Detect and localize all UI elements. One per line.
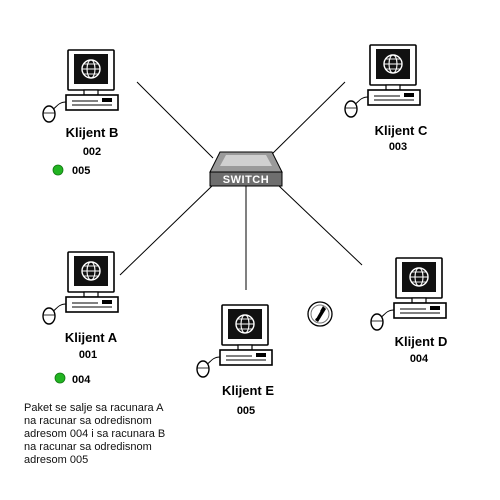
- client-name: Klijent D: [395, 334, 448, 349]
- client-b: Klijent B 002: [42, 49, 119, 158]
- link-switch-c: [267, 81, 346, 159]
- client-address: 003: [389, 141, 407, 153]
- switch: SWITCH: [209, 151, 283, 187]
- client-address: 005: [237, 405, 255, 417]
- client-e: Klijent E 005: [196, 304, 274, 417]
- link-switch-d: [277, 184, 363, 266]
- client-name: Klijent B: [66, 125, 119, 140]
- client-a: Klijent A 001: [42, 251, 119, 361]
- link-switch-b: [136, 81, 214, 159]
- client-c: Klijent C 003: [344, 44, 428, 153]
- link-switch-a: [119, 184, 214, 276]
- client-address: 002: [83, 146, 101, 158]
- note-line: na racunar sa odredisnom: [24, 441, 152, 453]
- note-line: Paket se salje sa racunara A: [24, 402, 164, 414]
- pointer-icon: [307, 301, 333, 327]
- switch-label: SWITCH: [223, 174, 269, 186]
- packet-marker-a: 004: [54, 372, 91, 386]
- packet-label: 005: [72, 165, 90, 177]
- client-d: Klijent D 004: [370, 257, 448, 365]
- computer-icon: [42, 251, 119, 325]
- client-address: 004: [410, 353, 429, 365]
- note-line: na racunar sa odredisnom: [24, 415, 152, 427]
- client-name: Klijent E: [222, 383, 274, 398]
- computer-icon: [344, 44, 421, 118]
- note-line: adresom 004 i sa racunara B: [24, 428, 166, 440]
- packet-dot: [52, 164, 64, 176]
- client-name: Klijent A: [65, 330, 118, 345]
- computer-icon: [196, 304, 273, 378]
- computer-icon: [42, 49, 119, 123]
- note-line: adresom 005: [24, 454, 89, 466]
- client-address: 001: [79, 349, 97, 361]
- packet-marker-b: 005: [52, 164, 90, 177]
- packet-label: 004: [72, 374, 91, 386]
- explanation-note: Paket se salje sa racunara A na racunar …: [24, 402, 204, 467]
- packet-dot: [54, 372, 66, 384]
- client-name: Klijent C: [375, 123, 428, 138]
- computer-icon: [370, 257, 447, 331]
